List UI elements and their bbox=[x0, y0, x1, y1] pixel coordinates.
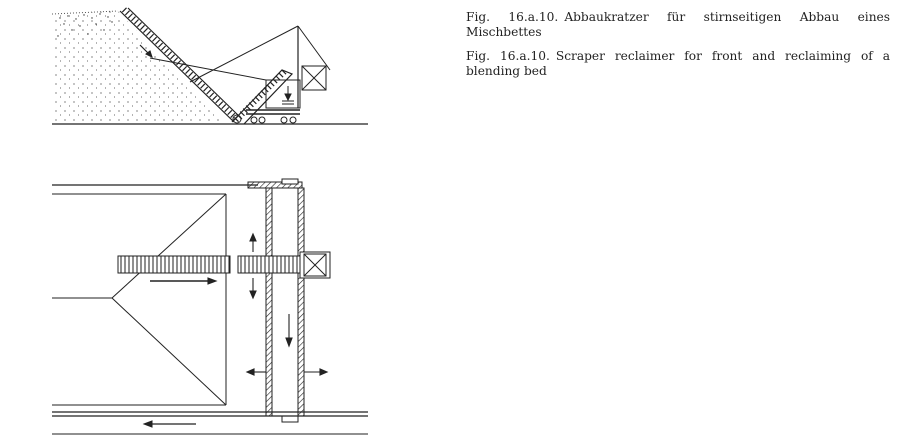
plan-view bbox=[52, 178, 368, 435]
side-view bbox=[51, 7, 368, 125]
motion-arrows bbox=[150, 232, 329, 376]
caption-english-text: Scraper reclaimer for front and reclaimi… bbox=[466, 49, 890, 78]
figure-number-de: Fig. 16.a.10. bbox=[466, 10, 559, 24]
discharge-conveyor bbox=[231, 67, 294, 125]
counterweight bbox=[301, 65, 327, 91]
scraper-boom bbox=[119, 7, 243, 123]
stockpile-plan bbox=[52, 184, 258, 406]
bridge-girders bbox=[265, 187, 305, 423]
belt-conveyor bbox=[52, 411, 368, 435]
rail-top bbox=[247, 178, 303, 189]
figure-number-en: Fig. 16.a.10. bbox=[466, 49, 550, 63]
stockpile bbox=[52, 11, 225, 122]
caption-german-text: Abbaukratzer für stirnseitigen Abbau ein… bbox=[466, 10, 891, 39]
caption-english: Fig. 16.a.10.Scraper reclaimer for front… bbox=[466, 49, 890, 79]
machine-house bbox=[265, 79, 301, 109]
caption-block: Fig. 16.a.10.Abbaukratzer für stirnseiti… bbox=[466, 10, 890, 88]
caption-german: Fig. 16.a.10.Abbaukratzer für stirnseiti… bbox=[466, 10, 890, 40]
reclaimer-frame bbox=[149, 25, 331, 124]
scraper-chain-plan bbox=[117, 251, 331, 279]
